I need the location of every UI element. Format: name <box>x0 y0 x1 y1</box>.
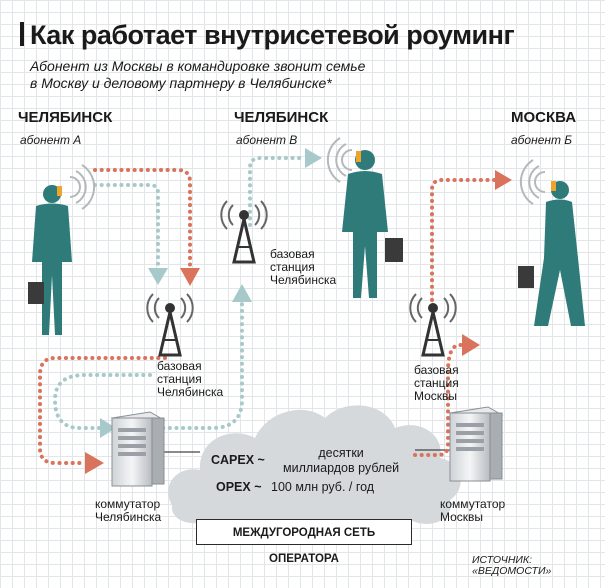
base-station-label: базовая станция Челябинска <box>270 248 336 287</box>
network-label-box: МЕЖДУГОРОДНАЯ СЕТЬ ОПЕРАТОРА <box>196 519 412 565</box>
opex-key: OPEX ~ <box>216 480 262 494</box>
capex-value: десятки миллиардов рублей <box>283 446 399 476</box>
signal-waves-icon <box>519 159 546 205</box>
switch-label: коммутатор Москвы <box>440 498 505 524</box>
base-station-label-line: базовая <box>270 247 315 261</box>
subtitle: Абонент из Москвы в командировке звонит … <box>30 58 450 92</box>
city-label-moscow: МОСКВА <box>511 109 577 126</box>
subscriber-a-label: абонент А <box>20 133 82 147</box>
base-station-label: базовая станция Москвы <box>414 364 459 403</box>
page-title: Как работает внутрисетевой роуминг <box>30 20 515 50</box>
base-station-label-line: базовая <box>414 363 459 377</box>
switch-label-line: Челябинска <box>95 510 162 524</box>
person-icon <box>28 185 72 335</box>
subscriber-b-label: абонент Б <box>511 133 573 147</box>
switch-label-line: коммутатор <box>95 497 161 511</box>
source-caption: ИСТОЧНИК: «ВЕДОМОСТИ» <box>472 554 552 577</box>
antenna-icon <box>146 293 194 357</box>
base-station-label-line: станция <box>414 376 459 390</box>
capex-key: CAPEX ~ <box>211 453 265 467</box>
server-icon <box>110 411 166 487</box>
subtitle-line: в Москву и деловому партнеру в Челябинск… <box>30 75 332 91</box>
capex-value-line: десятки <box>318 446 364 460</box>
capex-label: CAPEX ~ <box>211 453 265 468</box>
signal-waves-icon <box>69 164 96 210</box>
switch-label: коммутатор Челябинска <box>95 498 161 524</box>
opex-value: 100 млн руб. / год <box>271 480 375 494</box>
base-station-label-line: Москвы <box>414 389 458 403</box>
subtitle-line: Абонент из Москвы в командировке звонит … <box>30 58 366 74</box>
base-station-label-line: Челябинска <box>157 385 224 399</box>
city-label-chelyabinsk-a: ЧЕЛЯБИНСК <box>18 109 113 126</box>
teal-arrowheads <box>100 148 322 438</box>
switch-label-line: Москвы <box>440 510 484 524</box>
subscriber-v-label: абонент В <box>236 133 298 147</box>
person-icon <box>342 150 403 298</box>
city-label-chelyabinsk-v: ЧЕЛЯБИНСК <box>234 109 329 126</box>
orange-path <box>38 168 497 465</box>
base-station-label-line: станция <box>270 260 315 274</box>
title-accent-bar <box>20 22 24 46</box>
switch-label-line: коммутатор <box>440 497 506 511</box>
cloud-icon <box>168 405 461 524</box>
base-station-label-line: базовая <box>157 359 202 373</box>
opex-row: OPEX ~ 100 млн руб. / год <box>216 480 374 495</box>
orange-arrowheads <box>85 170 512 474</box>
person-icon <box>518 181 585 326</box>
capex-value-line: миллиардов рублей <box>283 461 400 475</box>
signal-waves-icon <box>326 137 353 183</box>
base-station-label-line: Челябинска <box>270 273 337 287</box>
server-icon <box>448 406 504 482</box>
antenna-icon <box>409 293 457 357</box>
teal-path <box>52 156 307 430</box>
base-station-label: базовая станция Челябинска <box>157 360 223 399</box>
antenna-icon <box>220 200 268 264</box>
base-station-label-line: станция <box>157 372 202 386</box>
